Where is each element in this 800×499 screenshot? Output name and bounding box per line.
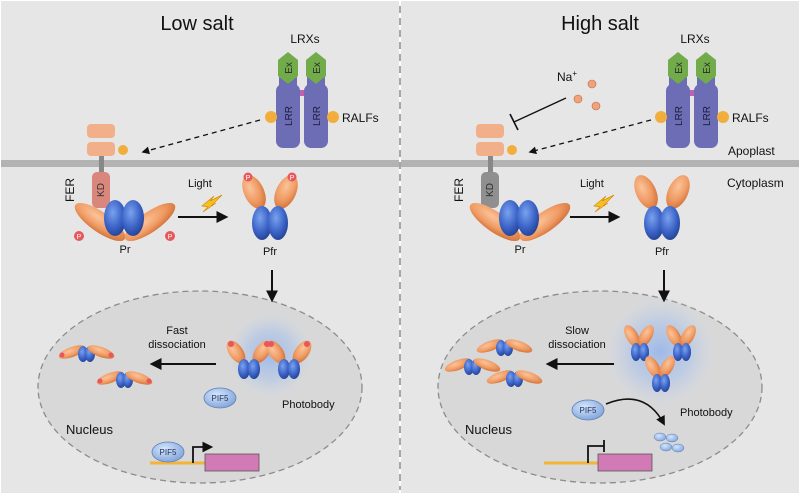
right-pif5-label: PIF5 [580, 406, 597, 415]
sodium-ion-2 [573, 94, 583, 104]
nucleus-left [37, 290, 363, 484]
left-ex-label-2: Ex [312, 62, 323, 74]
right-pfr-label: Pfr [655, 246, 669, 258]
left-fer-label: FER [63, 178, 77, 202]
left-ralf-dot-1 [265, 111, 277, 123]
right-photobody-phy [624, 325, 696, 392]
left-pif5-bound [151, 441, 185, 463]
right-ralf-dot-1 [655, 111, 667, 123]
left-photobody-phy [226, 340, 312, 379]
right-ralf-dot-2 [717, 111, 729, 123]
membrane-left [1, 160, 399, 167]
left-pif5-free [203, 387, 237, 409]
left-dissociation-line1: Fast [166, 325, 187, 337]
left-pfr-dimer: P P [242, 172, 298, 240]
right-degradation-arrow [605, 398, 665, 426]
sodium-ion-3 [591, 101, 601, 111]
right-gene [544, 440, 653, 472]
right-lrr-label-1: LRR [674, 106, 685, 126]
right-pif5 [571, 399, 605, 421]
sodium-inhibition-line [513, 97, 567, 123]
right-lrxs-label: LRXs [680, 32, 709, 46]
right-dissociation-line2: dissociation [548, 339, 605, 351]
left-pr-phospho-label-2: P [168, 234, 173, 241]
right-ralfs-label: RALFs [732, 111, 769, 125]
right-fer-receptor [476, 124, 517, 208]
left-pfr-label: Pfr [263, 246, 277, 258]
right-pfr-dimer [634, 175, 690, 240]
left-lightning-icon [201, 194, 223, 213]
left-pfr-phospho-2 [287, 172, 297, 182]
left-pr-phospho-1 [74, 231, 84, 241]
left-light-label: Light [188, 178, 212, 190]
sodium-ion-1 [587, 79, 597, 89]
right-ex-label-2: Ex [702, 62, 713, 74]
left-ralf-to-fer-arrow [141, 119, 261, 155]
right-kd-label: KD [485, 183, 496, 197]
left-pr-phospho-label-1: P [77, 234, 82, 241]
sodium-inhibition-bar [509, 113, 519, 131]
left-lrr-label-2: LRR [312, 106, 323, 126]
left-pfr-phospho-label-2: P [290, 175, 295, 182]
right-pr-label: Pr [515, 244, 526, 256]
right-photobody-label: Photobody [680, 407, 733, 419]
right-monomers [444, 339, 543, 387]
right-ex-label-1: Ex [674, 62, 685, 74]
left-pfr-phospho-1 [243, 172, 253, 182]
left-ralf-dot-2 [327, 111, 339, 123]
left-pr-label: Pr [120, 244, 131, 256]
left-ralfs-label: RALFs [342, 111, 379, 125]
right-pr-dimer [469, 200, 571, 242]
right-ralf-to-fer-arrow [528, 119, 652, 155]
membrane-right [401, 160, 799, 167]
left-pr-dimer: P P [74, 200, 176, 242]
left-nucleus-label: Nucleus [66, 422, 113, 437]
left-kd-label: KD [96, 183, 107, 197]
left-lrr-label-1: LRR [284, 106, 295, 126]
left-pr-phospho-2 [165, 231, 175, 241]
sodium-label: Na+ [557, 69, 577, 84]
left-ex-label-1: Ex [284, 62, 295, 74]
left-pif5-free-label: PIF5 [212, 394, 229, 403]
cytoplasm-label: Cytoplasm [727, 176, 784, 190]
left-lrxs-label: LRXs [290, 32, 319, 46]
right-lightning-icon [593, 194, 615, 213]
right-light-label: Light [580, 178, 604, 190]
left-photobody-label: Photobody [282, 399, 335, 411]
right-title: High salt [561, 13, 639, 35]
right-pif5-fragments [653, 432, 685, 453]
left-pif5-bound-label: PIF5 [160, 448, 177, 457]
left-pfr-phospho-label-1: P [246, 175, 251, 182]
left-dissociation-line2: dissociation [148, 339, 205, 351]
left-fer-receptor [87, 124, 128, 208]
photobody-right [602, 294, 718, 410]
right-dissociation-line1: Slow [565, 325, 589, 337]
apoplast-label: Apoplast [728, 144, 775, 158]
right-nucleus-label: Nucleus [465, 422, 512, 437]
left-gene [150, 441, 260, 472]
left-lrx-complex: Ex Ex LRR LRR [265, 52, 339, 148]
right-fer-label: FER [452, 178, 466, 202]
right-lrx-complex: Ex Ex LRR LRR [655, 52, 729, 148]
right-lrr-label-2: LRR [702, 106, 713, 126]
left-title: Low salt [160, 13, 234, 35]
left-monomers [58, 345, 153, 388]
